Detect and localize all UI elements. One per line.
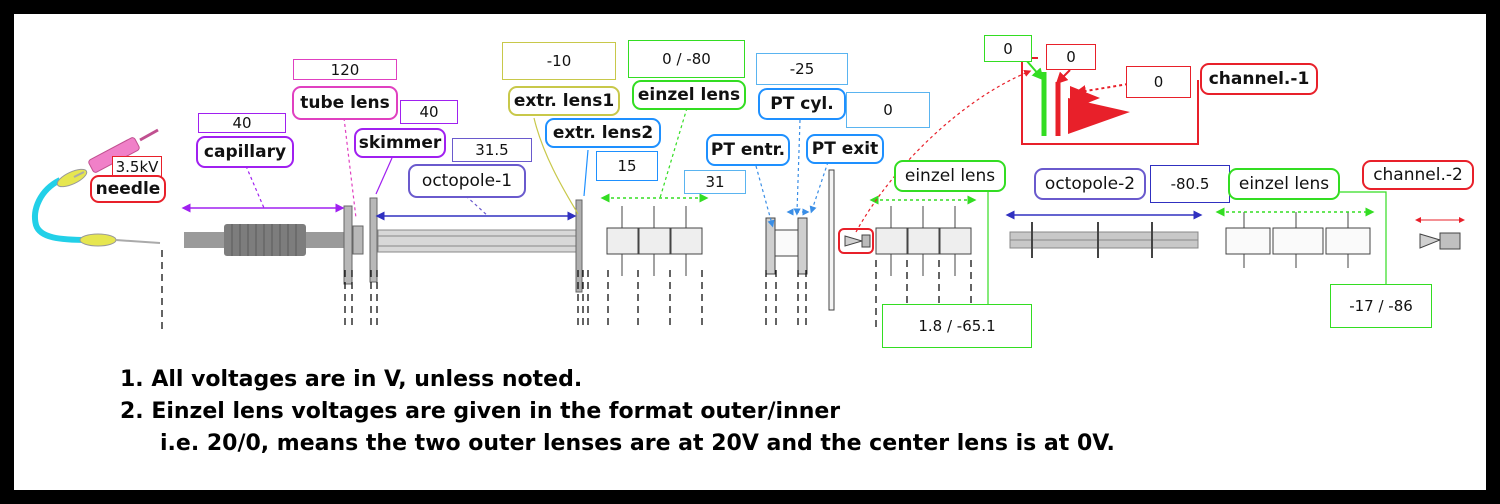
tube-lens-label: tube lens bbox=[292, 86, 398, 120]
tube-lens-label-text: tube lens bbox=[300, 93, 390, 113]
pt-cyl-label-text: PT cyl. bbox=[770, 94, 834, 114]
octopole-1-rods bbox=[377, 229, 577, 253]
channel-1-label-text: channel.-1 bbox=[1208, 69, 1310, 89]
skimmer-label: skimmer bbox=[354, 128, 446, 158]
channel-1-voltage-a: 0 bbox=[1003, 39, 1013, 58]
pt-cyl-voltage: -25 bbox=[789, 60, 815, 78]
einzel-lens-1-shape bbox=[606, 206, 703, 276]
pt-entr-label: PT entr. bbox=[706, 134, 790, 166]
einzel-lens-1-voltage: 0 / -80 bbox=[662, 50, 711, 68]
einzel-lens-2-label-text: einzel lens bbox=[904, 166, 996, 186]
extr-lens2-voltage: 15 bbox=[617, 157, 637, 175]
octopole-2-rods bbox=[1009, 222, 1199, 258]
dashed-reference-lines bbox=[161, 250, 972, 330]
octopole-1-label: octopole-1 bbox=[408, 164, 526, 198]
pt-exit-voltage: 0 bbox=[883, 101, 893, 119]
label-leader-lines bbox=[245, 70, 1387, 304]
channel-1-voltage-c: 0 bbox=[1153, 73, 1164, 91]
einzel-lens-2-voltage: 1.8 / -65.1 bbox=[918, 317, 996, 335]
footnote-1: 1. All voltages are in V, unless noted. bbox=[120, 367, 583, 392]
octopole-2-voltage-box: -80.5 bbox=[1150, 165, 1230, 203]
einzel-lens-1-extra-voltage-box: 31 bbox=[684, 170, 746, 194]
einzel-lens-2-shape bbox=[875, 206, 972, 276]
extr-lens1-label: extr. lens1 bbox=[508, 86, 620, 116]
footnote-2: 2. Einzel lens voltages are given in the… bbox=[120, 399, 841, 424]
extr-lens1-label-text: extr. lens1 bbox=[513, 91, 615, 111]
capillary-label: capillary bbox=[196, 136, 294, 168]
pt-exit-label-text: PT exit bbox=[811, 139, 879, 159]
needle-voltage-box: 3.5kV bbox=[112, 156, 162, 177]
pt-entr-label-text: PT entr. bbox=[710, 140, 786, 160]
einzel-lens-3-label-text: einzel lens bbox=[1238, 174, 1330, 194]
skimmer-label-text: skimmer bbox=[358, 133, 442, 153]
channel-2-label-text: channel.-2 bbox=[1373, 165, 1463, 185]
octopole-1-voltage: 31.5 bbox=[475, 141, 509, 159]
capillary-voltage-box: 40 bbox=[198, 113, 286, 133]
skimmer-voltage: 40 bbox=[419, 103, 439, 121]
needle-label-text: needle bbox=[95, 179, 161, 199]
capillary-label-text: capillary bbox=[203, 142, 287, 162]
needle-voltage: 3.5kV bbox=[115, 157, 159, 176]
einzel-lens-1-label: einzel lens bbox=[632, 80, 746, 110]
pt-exit-voltage-box: 0 bbox=[846, 92, 930, 128]
extr-lens1-voltage-box: -10 bbox=[502, 42, 616, 80]
channel-1-voltage-b-box: 0 bbox=[1046, 44, 1096, 70]
skimmer-voltage-box: 40 bbox=[400, 100, 458, 124]
tube-lens-voltage-box: 120 bbox=[293, 59, 397, 80]
einzel-lens-1-extra-voltage: 31 bbox=[705, 173, 725, 191]
octopole-2-label: octopole-2 bbox=[1034, 168, 1146, 200]
pt-cylinder-shape bbox=[765, 169, 835, 311]
tube-lens-skimmer-plates bbox=[343, 197, 378, 285]
einzel-lens-3-label: einzel lens bbox=[1228, 168, 1340, 200]
einzel-lens-3-shape bbox=[1225, 212, 1371, 268]
einzel-lens-2-label: einzel lens bbox=[894, 160, 1006, 192]
pt-cyl-voltage-box: -25 bbox=[756, 53, 848, 85]
channel-2-label: channel.-2 bbox=[1362, 160, 1474, 190]
channel-2-detector-shape bbox=[1419, 232, 1461, 250]
channel-1-voltage-c-box: 0 bbox=[1126, 66, 1191, 98]
footnotes: 1. All voltages are in V, unless noted. … bbox=[120, 364, 1115, 460]
channel-1-voltage-b: 0 bbox=[1066, 48, 1076, 66]
octopole-2-voltage: -80.5 bbox=[1170, 175, 1210, 193]
extraction-plate bbox=[575, 199, 583, 293]
channel-1-voltage-a-box: 0 bbox=[984, 35, 1032, 62]
tube-lens-voltage: 120 bbox=[330, 60, 360, 79]
capillary-voltage: 40 bbox=[232, 114, 252, 132]
einzel-lens-1-label-text: einzel lens bbox=[637, 85, 741, 105]
extr-lens1-voltage: -10 bbox=[546, 52, 572, 70]
octopole-2-label-text: octopole-2 bbox=[1044, 174, 1136, 194]
einzel-lens-1-voltage-box: 0 / -80 bbox=[628, 40, 745, 78]
channel-1-detector-shape bbox=[838, 228, 874, 254]
needle-label: needle bbox=[90, 175, 166, 203]
pt-exit-label: PT exit bbox=[806, 134, 884, 164]
channel-1-label: channel.-1 bbox=[1200, 63, 1318, 95]
extr-lens2-label-text: extr. lens2 bbox=[552, 123, 654, 143]
octopole-1-label-text: octopole-1 bbox=[421, 171, 513, 191]
footnote-3: i.e. 20/0, means the two outer lenses ar… bbox=[160, 431, 1115, 456]
pt-cyl-label: PT cyl. bbox=[758, 88, 846, 120]
capillary-assembly bbox=[184, 224, 344, 256]
einzel-lens-2-voltage-box: 1.8 / -65.1 bbox=[882, 304, 1032, 348]
octopole-1-voltage-box: 31.5 bbox=[452, 138, 532, 162]
extr-lens2-label: extr. lens2 bbox=[545, 118, 661, 148]
einzel-lens-3-voltage: -17 / -86 bbox=[1349, 297, 1413, 315]
extr-lens2-voltage-box: 15 bbox=[596, 151, 658, 181]
einzel-lens-3-voltage-box: -17 / -86 bbox=[1330, 284, 1432, 328]
